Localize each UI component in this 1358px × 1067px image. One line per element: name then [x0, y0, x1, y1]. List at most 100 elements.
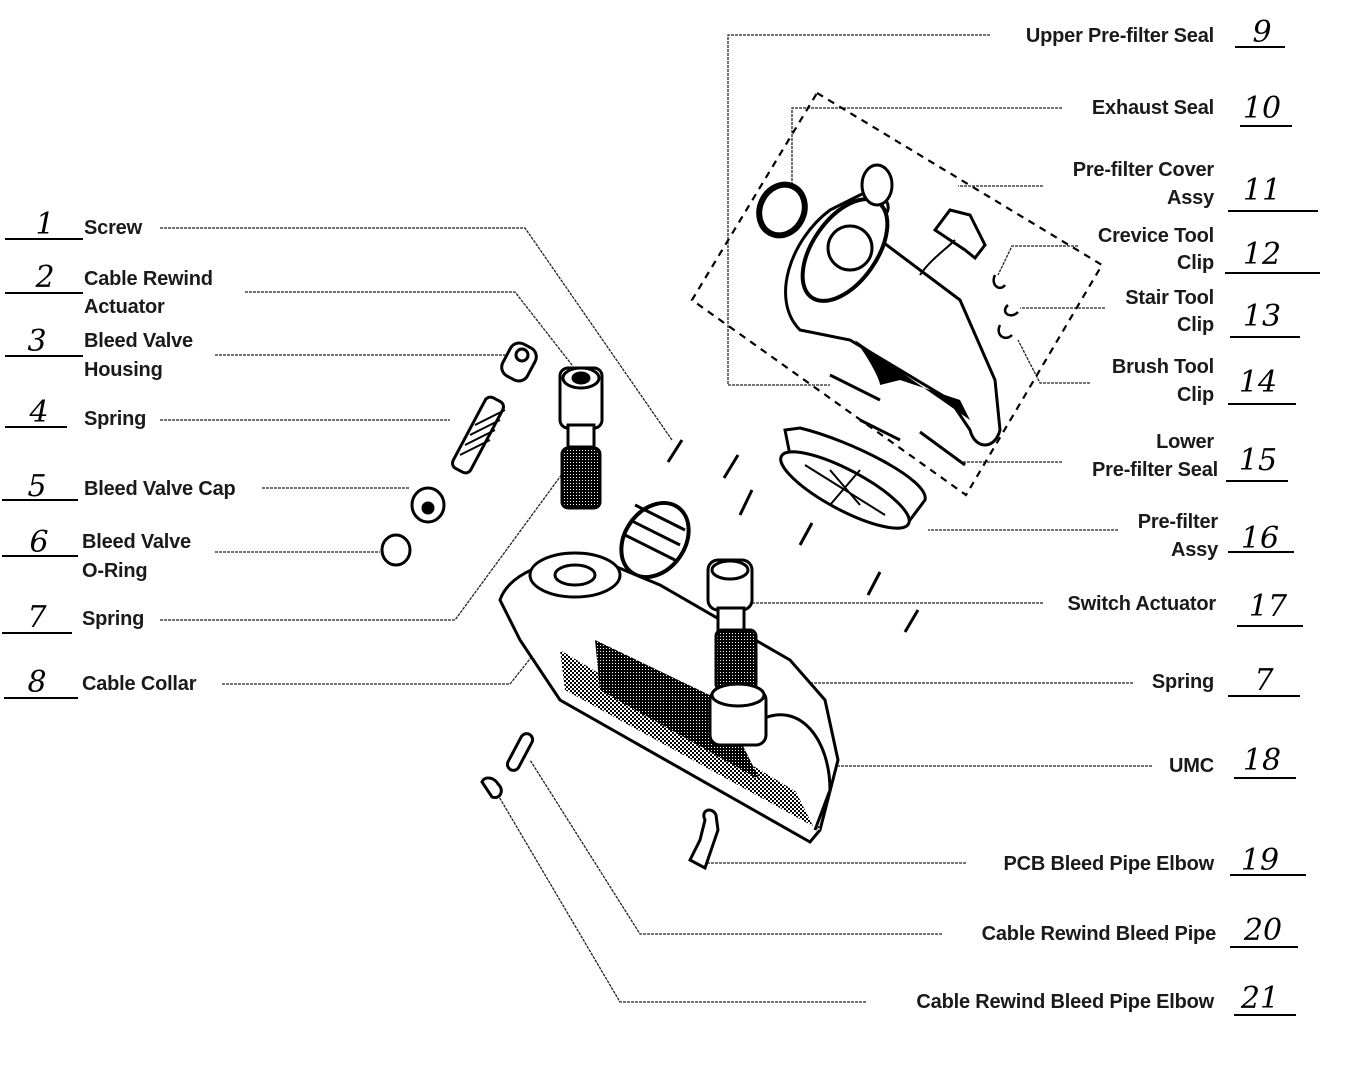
- callout-number-19: 19: [1240, 843, 1280, 878]
- callout-underline: [5, 426, 67, 428]
- callout-underline: [5, 238, 83, 240]
- callout-number-11: 11: [1242, 173, 1282, 208]
- callout-label-bleed-valve-cap: Bleed Valve Cap: [84, 478, 236, 500]
- callout-number-15: 15: [1238, 443, 1278, 478]
- callout-underline: [1230, 336, 1300, 338]
- callout-underline: [1230, 874, 1306, 876]
- callout-label-brush-clip-2: Clip: [1177, 384, 1214, 406]
- callout-label-bleed-valve-housing-1: Bleed Valve: [84, 330, 193, 352]
- brush-clip: [997, 324, 1013, 340]
- part-tool-clips: [992, 274, 1019, 340]
- callout-label-brush-clip-1: Brush Tool: [1111, 356, 1214, 378]
- prefilter-group-dashed-box: [690, 91, 1104, 497]
- callout-label-cable-rewind-bleed-pipe-elbow: Cable Rewind Bleed Pipe Elbow: [916, 991, 1214, 1013]
- callout-underline: [1228, 695, 1300, 697]
- callout-number-16: 16: [1240, 521, 1280, 556]
- part-spring-7: [560, 446, 602, 510]
- callout-number-17: 17: [1248, 589, 1288, 624]
- callout-label-cable-rewind-bleed-pipe: Cable Rewind Bleed Pipe: [981, 923, 1217, 945]
- callout-underline: [5, 355, 83, 357]
- callout-label-cable-rewind-actuator-2: Actuator: [84, 296, 165, 318]
- callout-label-spring-7b: Spring: [1151, 671, 1214, 693]
- callout-underline: [1237, 625, 1303, 627]
- callout-underline: [1228, 210, 1318, 212]
- callout-number-10: 10: [1242, 91, 1282, 126]
- callout-underline: [2, 499, 78, 501]
- callout-underline: [2, 632, 72, 634]
- callout-label-stair-clip-2: Clip: [1177, 314, 1214, 336]
- callout-number-18: 18: [1242, 743, 1282, 778]
- callout-underline: [1225, 272, 1320, 274]
- callout-number-13: 13: [1242, 299, 1282, 334]
- callout-number-20: 20: [1243, 913, 1283, 948]
- crevice-clip: [992, 274, 1007, 290]
- part-prefilter-cover-assy: [784, 163, 1002, 447]
- leader-8-cable-collar: [222, 639, 546, 685]
- part-switch-base: [708, 682, 768, 747]
- callout-label-lower-prefilter-seal-2: Pre-filter Seal: [1092, 459, 1218, 481]
- part-bleed-valve-cap: [410, 486, 446, 524]
- callout-underline: [1235, 46, 1285, 48]
- callout-underline: [1234, 1014, 1296, 1016]
- leader-lines-left: [160, 227, 673, 685]
- stair-clip: [1003, 304, 1019, 317]
- callout-number-3: 3: [27, 324, 47, 359]
- callout-underline: [1226, 480, 1288, 482]
- callout-label-bleed-valve-o-ring-1: Bleed Valve: [82, 531, 191, 553]
- callout-underline: [5, 292, 83, 294]
- leader-14-brush-clip: [1017, 339, 1090, 384]
- callout-label-cable-rewind-actuator-1: Cable Rewind: [84, 268, 213, 290]
- leader-12-crevice-clip: [997, 245, 1078, 276]
- callout-label-prefilter-assy-2: Assy: [1170, 539, 1218, 561]
- part-exhaust-seal: [756, 181, 808, 239]
- callout-number-2: 2: [35, 260, 55, 295]
- callout-label-spring-7: Spring: [82, 608, 145, 630]
- callout-label-pcb-bleed-pipe-elbow: PCB Bleed Pipe Elbow: [1003, 853, 1215, 875]
- leader-21-rewind-elbow: [494, 789, 866, 1003]
- part-pcb-bleed-pipe-elbow: [688, 808, 720, 871]
- callout-label-stair-clip-1: Stair Tool: [1125, 287, 1214, 309]
- callout-number-6: 6: [29, 525, 49, 560]
- callout-underline: [1240, 125, 1292, 127]
- part-switch-actuator: [706, 558, 754, 636]
- callout-underline: [4, 697, 78, 699]
- leader-lines-right: [494, 34, 1152, 1003]
- leader-1-screw: [160, 227, 673, 441]
- part-cable-rewind-bleed-pipe-elbow: [480, 776, 503, 800]
- callout-label-prefilter-cover-1: Pre-filter Cover: [1072, 159, 1214, 181]
- callout-label-cable-collar: Cable Collar: [82, 673, 197, 695]
- callout-number-4: 4: [29, 395, 49, 430]
- part-spring-4: [451, 395, 506, 475]
- callout-label-lower-prefilter-seal-1: Lower: [1156, 431, 1214, 453]
- callout-label-prefilter-assy-1: Pre-filter: [1137, 511, 1218, 533]
- part-spring-7b: [714, 628, 758, 692]
- callout-label-screw: Screw: [84, 217, 142, 239]
- part-cable-rewind-bleed-pipe: [505, 732, 535, 772]
- part-bleed-valve-housing: [500, 341, 538, 383]
- callout-number-8: 8: [27, 665, 47, 700]
- part-bleed-valve-o-ring: [380, 533, 412, 567]
- callout-label-exhaust-seal: Exhaust Seal: [1091, 97, 1214, 119]
- callout-number-7b: 7: [1254, 663, 1274, 698]
- callout-underline: [1234, 777, 1296, 779]
- part-screws: [666, 439, 920, 633]
- callout-label-upper-prefilter-seal: Upper Pre-filter Seal: [1025, 25, 1214, 47]
- callout-label-prefilter-cover-2: Assy: [1166, 187, 1214, 209]
- part-umc: [498, 551, 840, 844]
- callout-label-spring: Spring: [84, 408, 147, 430]
- callout-label-umc: UMC: [1169, 755, 1214, 777]
- callout-underline: [2, 555, 78, 557]
- part-prefilter-assy: [779, 426, 927, 530]
- callout-label-bleed-valve-o-ring-2: O-Ring: [82, 560, 148, 582]
- callout-number-14: 14: [1238, 365, 1278, 400]
- callout-label-crevice-clip-2: Clip: [1177, 252, 1214, 274]
- part-lower-prefilter-seal: [829, 373, 966, 467]
- callout-number-21: 21: [1240, 981, 1280, 1016]
- callout-number-1: 1: [35, 207, 55, 242]
- callout-label-crevice-clip-1: Crevice Tool: [1097, 225, 1214, 247]
- leader-9-upper-prefilter-seal: [727, 34, 990, 386]
- leader-20-rewind-pipe: [529, 759, 942, 935]
- callout-number-12: 12: [1242, 237, 1282, 272]
- leader-10-exhaust-seal: [791, 107, 1062, 185]
